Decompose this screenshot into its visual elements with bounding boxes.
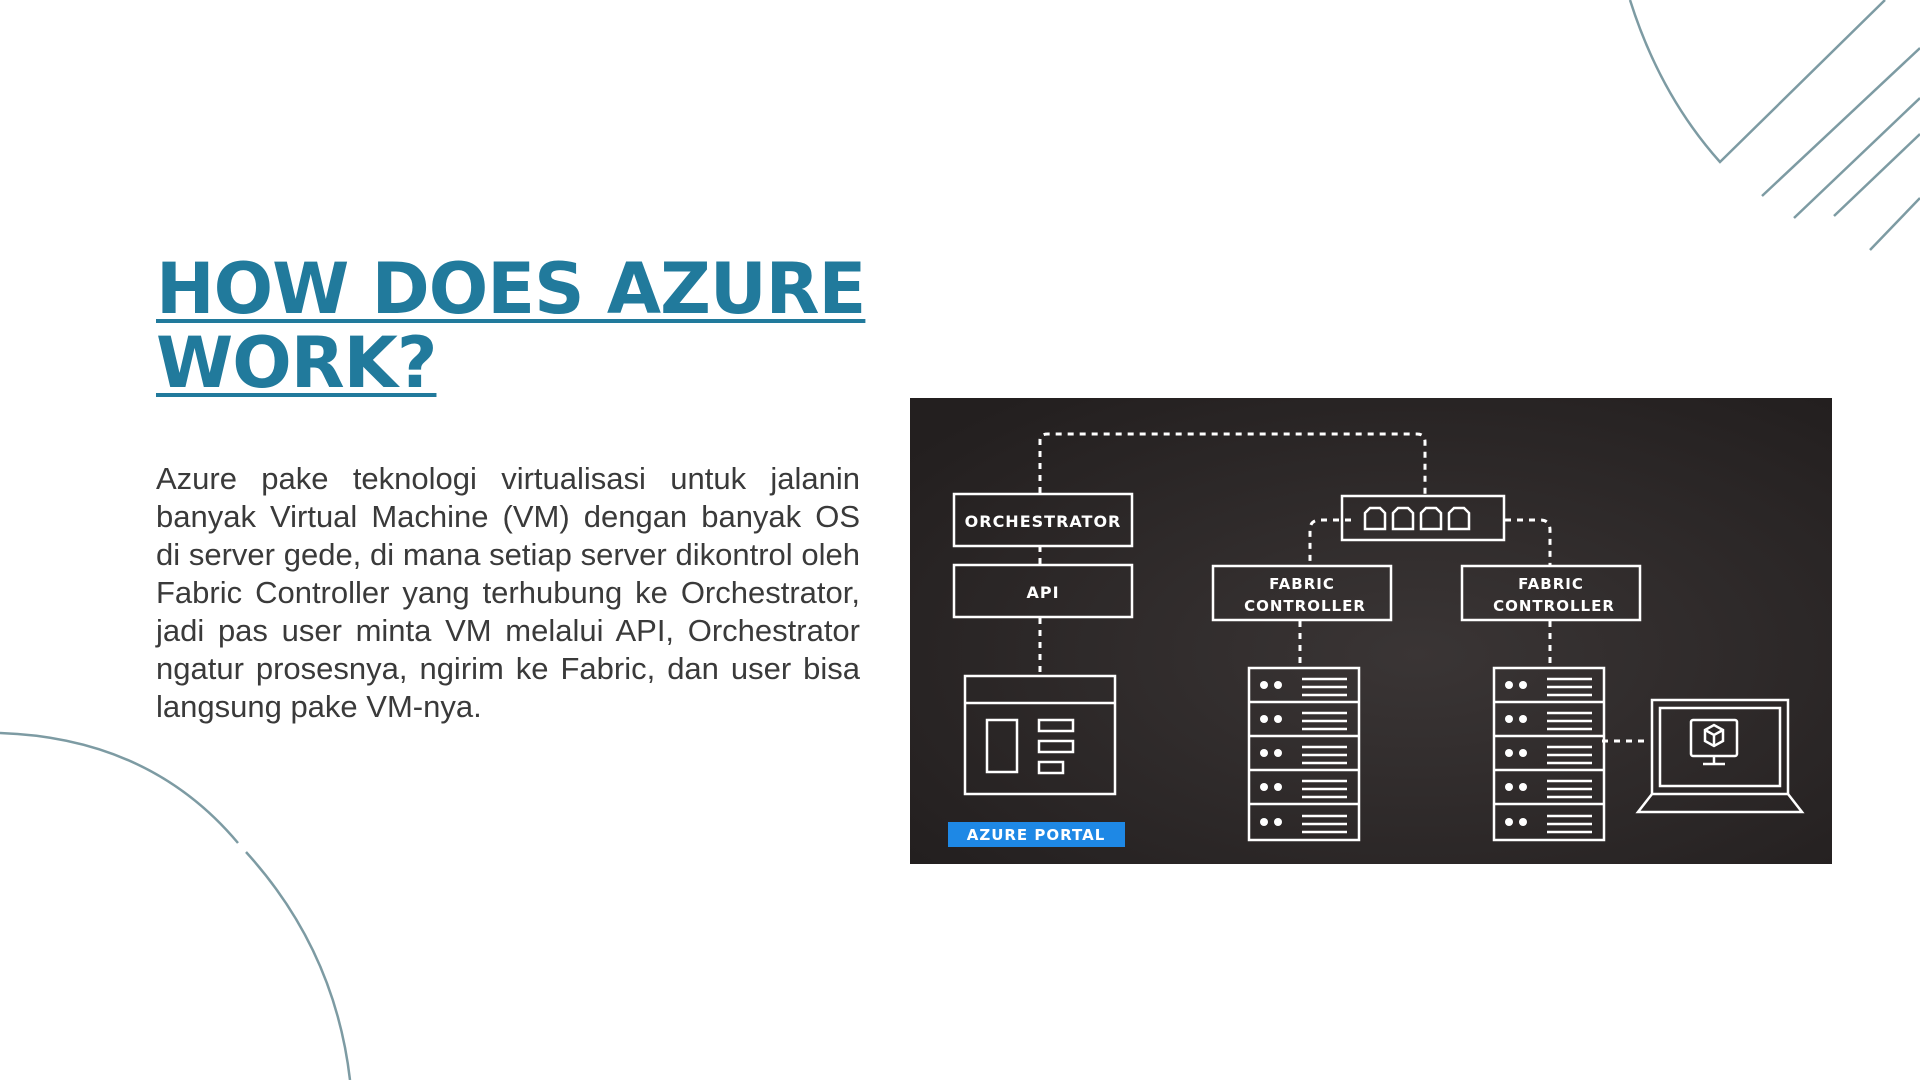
body-paragraph: Azure pake teknologi virtualisasi untuk … [156,461,860,724]
fabric-controller-1-line1: FABRIC [1269,575,1335,593]
fabric-controller-box-1 [1211,564,1393,622]
azure-architecture-diagram: ORCHESTRATOR API FABRIC CONTROLLER FABRI… [910,398,1832,864]
fabric-controller-box-2 [1460,564,1642,622]
azure-portal-label: AZURE PORTAL [967,826,1106,844]
laptop-vm-icon [1635,698,1805,814]
server-rack-icon [1492,666,1606,842]
fabric-controller-2-line1: FABRIC [1518,575,1584,593]
orchestrator-label: ORCHESTRATOR [965,512,1122,531]
azure-portal-window-icon [963,674,1117,796]
fabric-controller-2-line2: CONTROLLER [1493,597,1615,615]
api-box [952,563,1134,619]
network-switch-icon [1340,494,1506,542]
api-label: API [1026,583,1059,602]
orchestrator-box [952,492,1134,548]
page-title: HOW DOES AZURE WORK? [156,248,866,404]
fabric-controller-1-line2: CONTROLLER [1244,597,1366,615]
dashed-connectors [1038,432,1645,743]
azure-portal-badge [948,822,1125,847]
server-rack-icon [1247,666,1361,842]
